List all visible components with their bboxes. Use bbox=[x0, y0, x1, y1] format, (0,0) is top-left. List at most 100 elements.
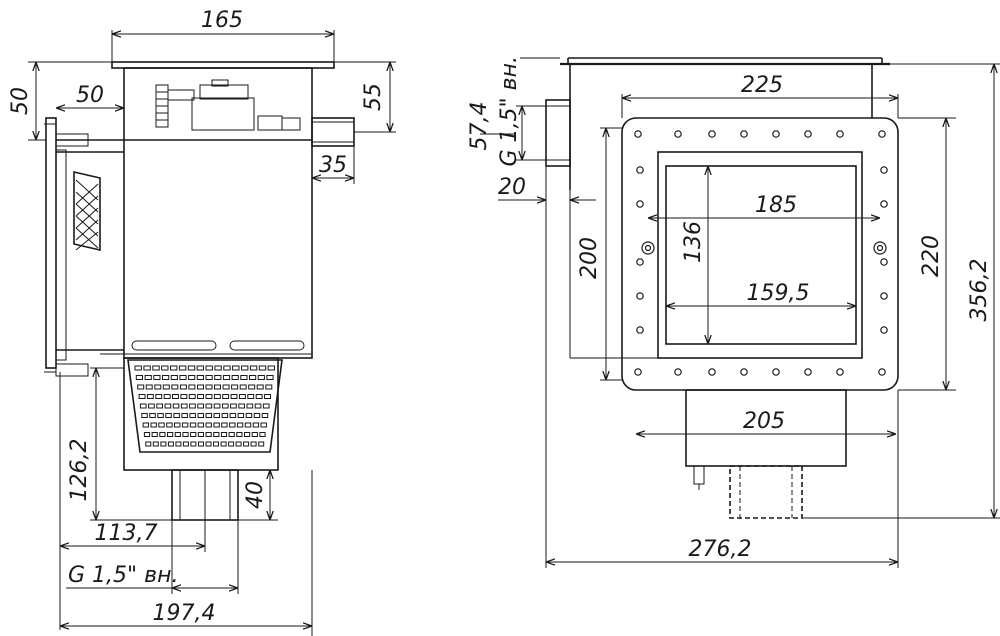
basket-slot bbox=[134, 365, 142, 371]
dim-front-225: 225 bbox=[741, 73, 783, 98]
basket-slot bbox=[213, 394, 221, 399]
side-slot-right bbox=[229, 340, 305, 351]
basket-slot bbox=[213, 403, 221, 409]
basket-slot bbox=[137, 384, 145, 390]
basket-slot bbox=[231, 375, 239, 380]
basket-slot bbox=[205, 375, 213, 380]
basket-slot bbox=[221, 422, 228, 428]
dim-side-126: 126,2 bbox=[67, 439, 92, 502]
basket-slot bbox=[213, 422, 220, 428]
basket-slot bbox=[222, 394, 230, 399]
dim-side-197: 197,4 bbox=[153, 601, 216, 626]
basket-slot bbox=[223, 365, 231, 371]
basket-slot bbox=[243, 441, 250, 447]
basket-slot bbox=[179, 375, 187, 380]
basket-slot bbox=[135, 375, 144, 380]
basket-slot bbox=[178, 365, 187, 371]
basket-slot bbox=[247, 394, 255, 399]
basket-slot bbox=[205, 365, 213, 371]
basket-slot bbox=[205, 413, 212, 418]
basket-slot bbox=[237, 413, 245, 418]
basket-slot bbox=[248, 384, 256, 390]
basket-slot bbox=[175, 441, 182, 447]
basket-slot bbox=[205, 432, 212, 437]
front-threaded-inlet bbox=[545, 99, 571, 167]
basket-slot bbox=[265, 384, 273, 390]
basket-slot bbox=[214, 384, 221, 390]
basket-slot bbox=[259, 432, 266, 437]
bolt-hole bbox=[772, 368, 780, 376]
dim-side-40: 40 bbox=[243, 481, 268, 509]
basket-slot bbox=[196, 375, 205, 380]
basket-slot bbox=[189, 403, 196, 409]
basket-slot bbox=[236, 422, 244, 428]
basket-slot bbox=[145, 384, 153, 390]
bolt-hole bbox=[636, 258, 644, 266]
basket-slot bbox=[151, 432, 158, 437]
basket-slot bbox=[229, 413, 237, 418]
basket-slot bbox=[157, 413, 164, 418]
basket-slot bbox=[163, 394, 171, 399]
basket-slot bbox=[228, 432, 235, 437]
basket-slot bbox=[232, 365, 240, 371]
dim-front-276: 276,2 bbox=[689, 537, 752, 562]
basket-slot bbox=[230, 394, 238, 399]
basket-slot bbox=[231, 384, 239, 390]
basket-slot bbox=[198, 441, 204, 447]
basket-slot bbox=[220, 432, 228, 437]
basket-slot bbox=[236, 432, 243, 437]
bolt-hole bbox=[880, 292, 888, 300]
basket-slot bbox=[179, 384, 187, 390]
basket-slot bbox=[241, 365, 249, 371]
basket-slot bbox=[172, 403, 180, 409]
basket-slot bbox=[144, 375, 152, 380]
bolt-hole bbox=[674, 130, 682, 138]
basket-slot bbox=[238, 403, 246, 409]
basket-slot bbox=[162, 384, 170, 390]
basket-slot bbox=[197, 413, 204, 418]
basket-slot bbox=[197, 422, 205, 428]
basket-slot bbox=[181, 422, 189, 428]
bolt-hole bbox=[708, 130, 716, 138]
basket-slot bbox=[166, 422, 173, 428]
dim-front-220: 220 bbox=[919, 235, 944, 277]
side-body bbox=[123, 67, 313, 359]
side-top-flange bbox=[111, 61, 335, 69]
basket-slot bbox=[149, 413, 156, 418]
basket-slot bbox=[139, 403, 147, 409]
basket-slot bbox=[150, 422, 157, 428]
basket-slot bbox=[262, 403, 270, 409]
bolt-hole bbox=[674, 368, 682, 376]
basket-slot bbox=[182, 441, 189, 447]
dim-side-113: 113,7 bbox=[95, 521, 158, 546]
basket-slot bbox=[214, 365, 222, 371]
basket-slot bbox=[167, 441, 174, 447]
basket-slot bbox=[155, 394, 163, 399]
front-stud-right bbox=[873, 241, 887, 255]
bolt-hole bbox=[878, 130, 886, 138]
basket-slot bbox=[205, 441, 212, 447]
basket-slot bbox=[160, 441, 167, 447]
basket-slot bbox=[170, 375, 178, 380]
bolt-hole bbox=[636, 200, 644, 208]
basket-slot bbox=[264, 394, 272, 399]
basket-slot bbox=[180, 403, 188, 409]
basket-slot bbox=[174, 422, 181, 428]
basket-slot bbox=[152, 441, 159, 447]
basket-slot bbox=[138, 394, 146, 399]
basket-slot bbox=[152, 365, 160, 371]
basket-slot bbox=[173, 413, 180, 418]
basket-slot bbox=[213, 441, 219, 447]
basket-slot bbox=[266, 375, 274, 380]
basket-slot bbox=[221, 403, 229, 409]
bolt-hole bbox=[880, 258, 888, 266]
dim-front-185: 185 bbox=[755, 193, 797, 218]
basket-slot bbox=[164, 403, 172, 409]
front-bottom-pipe bbox=[729, 465, 803, 519]
dim-front-57: 57,4 bbox=[467, 102, 492, 151]
basket-slot bbox=[255, 394, 263, 399]
bolt-hole bbox=[772, 130, 780, 138]
bolt-hole bbox=[740, 368, 748, 376]
basket-slot bbox=[143, 365, 151, 371]
